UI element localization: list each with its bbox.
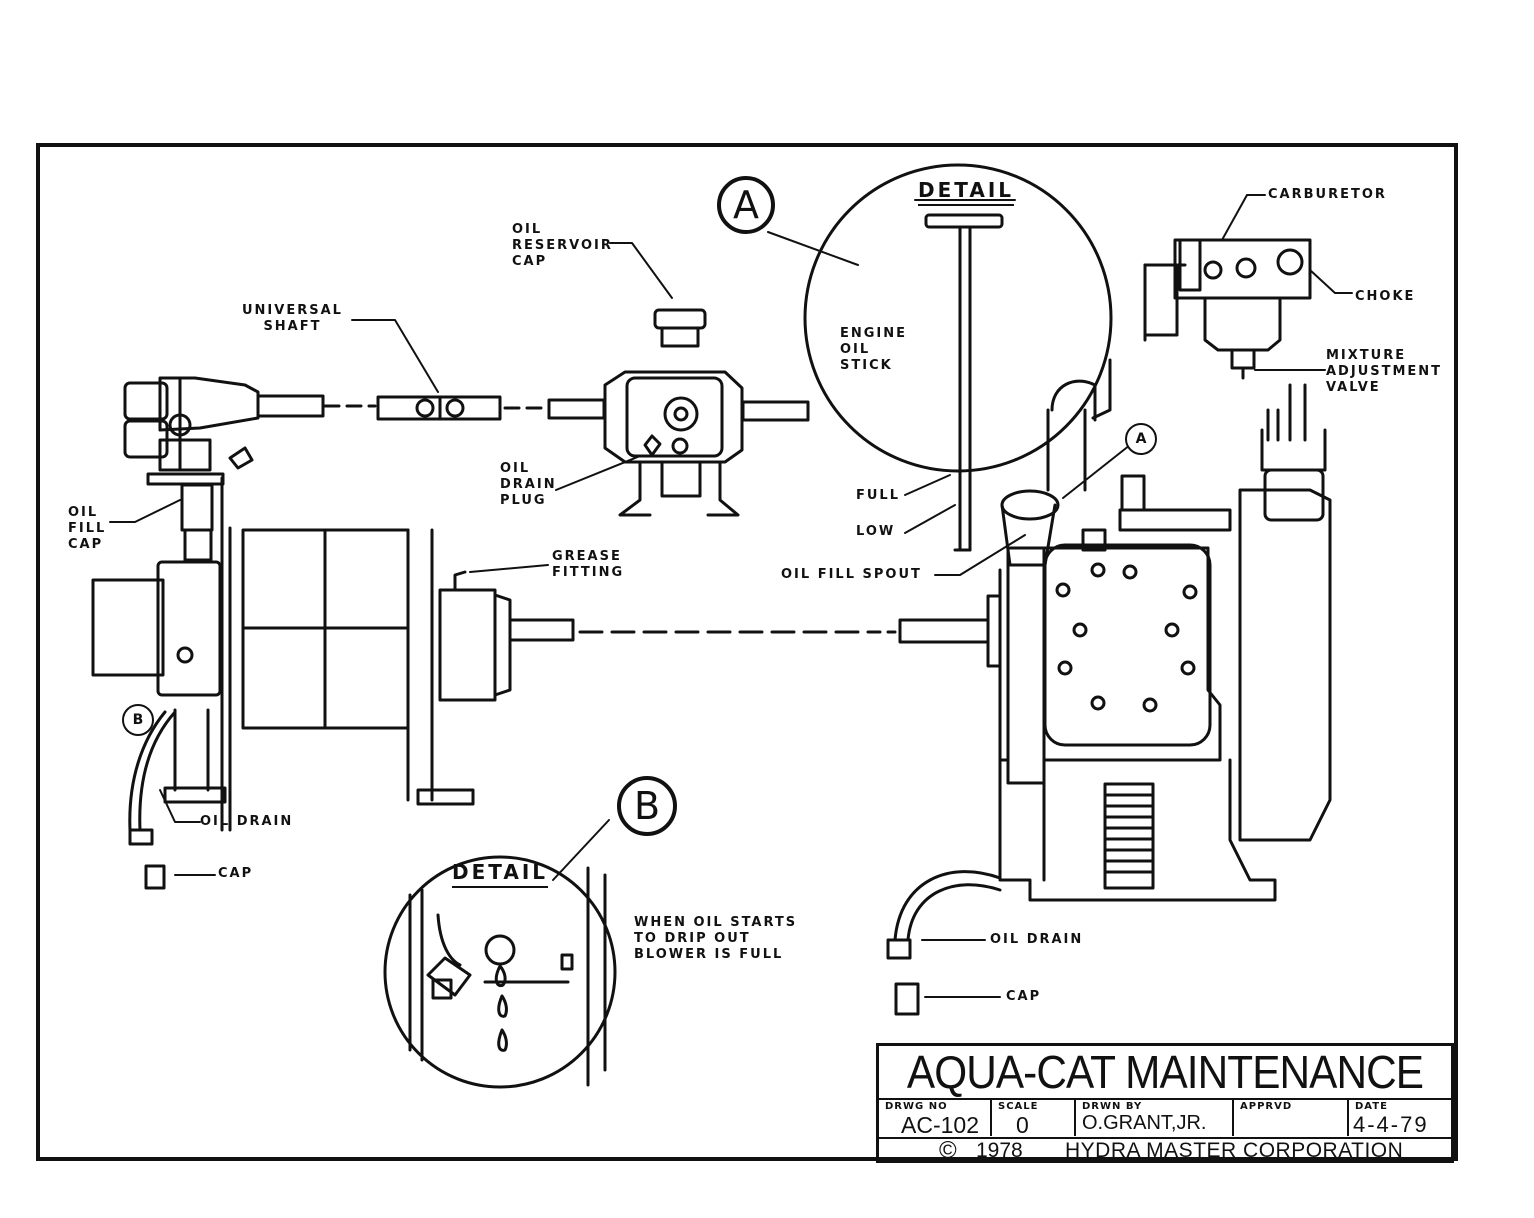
scale-value: 0 <box>1016 1112 1029 1138</box>
drawn-by-header: DRWN BY <box>1082 1101 1143 1112</box>
title-block-footer: © 1978 HYDRA MASTER CORPORATION <box>879 1137 1451 1164</box>
date-header: DATE <box>1355 1101 1388 1112</box>
drawing-number-value: AC-102 <box>901 1112 979 1138</box>
title-block: AQUA-CAT MAINTENANCE DRWG NO AC-102 SCAL… <box>876 1043 1454 1164</box>
oil-drain-plug-label: OIL DRAIN PLUG <box>500 461 557 508</box>
approved-header: APPRVD <box>1240 1101 1293 1112</box>
drawn-by-value: O.GRANT,JR. <box>1082 1112 1207 1134</box>
oil-drain-label-left: OIL DRAIN <box>200 814 294 829</box>
drawing-title: AQUA-CAT MAINTENANCE <box>906 1046 1424 1098</box>
oil-drain-label-right: OIL DRAIN <box>990 932 1084 947</box>
drawing-border <box>36 143 1458 1161</box>
detail-b-note: WHEN OIL STARTS TO DRIP OUT BLOWER IS FU… <box>634 915 798 962</box>
drawing-number-header: DRWG NO <box>885 1101 948 1112</box>
marker-a: A <box>1125 423 1157 455</box>
scale-cell: SCALE 0 <box>992 1098 1076 1138</box>
engine-drawing <box>886 238 1332 1016</box>
choke-label: CHOKE <box>1355 289 1416 304</box>
carburetor-label: CARBURETOR <box>1268 187 1387 202</box>
universal-shaft-label: UNIVERSAL SHAFT <box>242 303 343 334</box>
engine-oil-stick-label: ENGINE OIL STICK <box>840 326 908 373</box>
detail-a-drawing <box>803 163 1113 552</box>
blower-body-drawing <box>91 446 882 890</box>
gearbox-drawing <box>547 308 810 517</box>
drawing-number-cell: DRWG NO AC-102 <box>879 1098 992 1138</box>
drawn-by-cell: DRWN BY O.GRANT,JR. <box>1076 1098 1234 1136</box>
detail-b-drawing <box>383 855 617 1089</box>
left-coupling-housing <box>123 376 325 486</box>
leader-lines <box>109 194 1353 998</box>
callout-a: A <box>717 176 775 234</box>
full-label: FULL <box>856 488 901 503</box>
universal-shaft-drawing <box>323 395 547 421</box>
oil-fill-cap-label: OIL FILL CAP <box>68 505 107 552</box>
date-cell: DATE 4-4-79 <box>1349 1098 1451 1137</box>
detail-a-title: DETAIL <box>918 178 1015 206</box>
grease-fitting-label: GREASE FITTING <box>552 549 625 580</box>
company-name: HYDRA MASTER CORPORATION <box>1065 1139 1404 1162</box>
marker-b: B <box>122 704 154 736</box>
cap-label-left: CAP <box>218 866 254 881</box>
callout-b: B <box>617 776 677 836</box>
date-value: 4-4-79 <box>1353 1112 1429 1137</box>
copyright-year: 1978 <box>976 1139 1023 1162</box>
mixture-adjustment-valve-label: MIXTURE ADJUSTMENT VALVE <box>1326 348 1443 395</box>
detail-b-title: DETAIL <box>452 860 549 888</box>
copyright-symbol: © <box>939 1137 957 1164</box>
approved-cell: APPRVD <box>1234 1098 1349 1136</box>
oil-fill-spout-label: OIL FILL SPOUT <box>781 567 922 582</box>
oil-reservoir-cap-label: OIL RESERVOIR CAP <box>512 222 613 269</box>
scale-header: SCALE <box>998 1101 1039 1112</box>
low-label: LOW <box>856 524 896 539</box>
cap-label-right: CAP <box>1006 989 1042 1004</box>
